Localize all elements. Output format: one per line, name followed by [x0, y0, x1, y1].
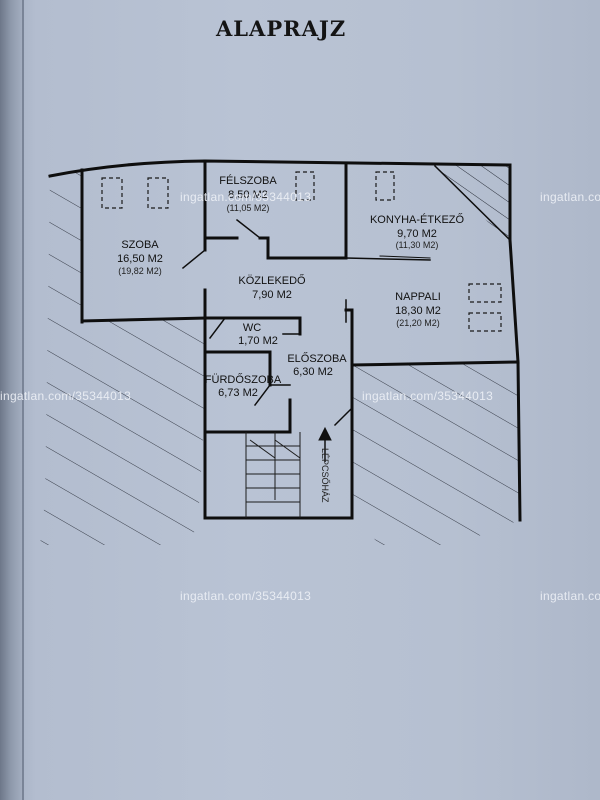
room-area: 9,70 M2 [397, 228, 437, 240]
room-name: LÉPCSŐHÁZ [320, 448, 330, 503]
room-area: 6,73 M2 [218, 387, 258, 399]
room-area-alt: (11,30 M2) [396, 240, 439, 250]
room-area: 8,50 M2 [228, 189, 268, 201]
watermark: ingatlan.com/35344013 [180, 589, 312, 603]
room-kozlekedo: KÖZLEKEDŐ 7,90 M2 [238, 273, 306, 301]
room-eloszoba: ELŐSZOBA 6,30 M2 [287, 351, 347, 378]
room-area: 16,50 M2 [117, 253, 163, 265]
watermark: ingatlan.com/35344013 [540, 190, 600, 204]
watermark: ingatlan.com/35344013 [362, 389, 494, 403]
room-name: FÜRDŐSZOBA [205, 372, 282, 386]
room-felszoba: FÉLSZOBA 8,50 M2 (11,05 M2) [219, 174, 277, 213]
room-name: FÉLSZOBA [219, 174, 277, 187]
room-area-alt: (11,05 M2) [227, 203, 270, 213]
watermark: ingatlan.com/35344013 [540, 589, 600, 603]
room-konyha-etkezo: KONYHA-ÉTKEZŐ 9,70 M2 (11,30 M2) [370, 212, 465, 250]
room-furdoszoba: FÜRDŐSZOBA 6,73 M2 [205, 372, 282, 399]
room-name: KÖZLEKEDŐ [238, 273, 306, 287]
room-lepcsohaz: LÉPCSŐHÁZ [320, 448, 330, 503]
book-binding-shadow [0, 0, 24, 800]
watermark: ingatlan.com/35344013 [0, 389, 132, 403]
entrance-arrow-icon [318, 426, 332, 462]
room-szoba: SZOBA 16,50 M2 (19,82 M2) [117, 239, 163, 276]
room-area: 18,30 M2 [395, 305, 441, 317]
room-wc: WC 1,70 M2 [238, 322, 278, 347]
room-name: SZOBA [121, 239, 159, 251]
room-area-alt: (19,82 M2) [118, 266, 162, 276]
room-area-alt: (21,20 M2) [396, 318, 440, 328]
room-area: 6,30 M2 [293, 366, 333, 378]
book-binding-edge [22, 0, 24, 800]
watermark: ingatlan.com/35344013 [180, 190, 312, 204]
staircase [245, 432, 301, 518]
room-nappali: NAPPALI 18,30 M2 (21,20 M2) [395, 291, 441, 328]
room-name: WC [243, 322, 261, 334]
room-area: 1,70 M2 [238, 335, 278, 347]
room-name: NAPPALI [395, 291, 441, 303]
room-name: KONYHA-ÉTKEZŐ [370, 212, 465, 226]
skylights [101, 171, 502, 332]
walls [48, 159, 522, 522]
room-name: ELŐSZOBA [287, 351, 347, 365]
room-area: 7,90 M2 [252, 289, 292, 301]
page-title: ALAPRAJZ [216, 16, 347, 41]
